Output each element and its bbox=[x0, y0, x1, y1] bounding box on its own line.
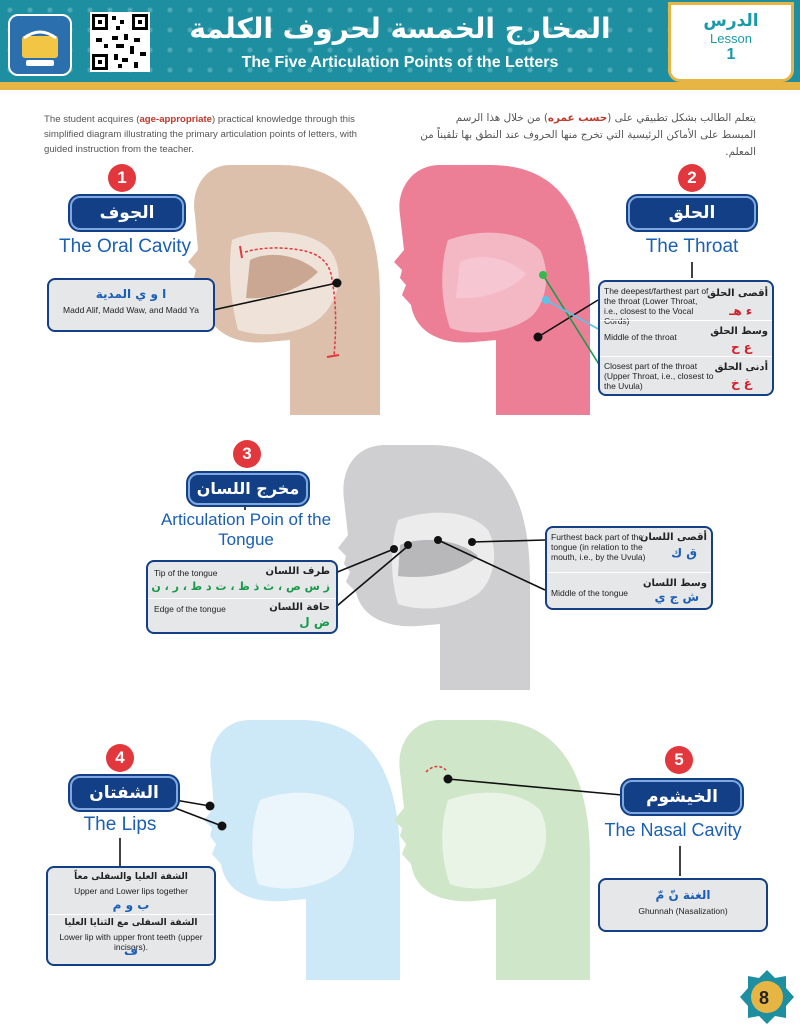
section-number-1: 1 bbox=[108, 164, 136, 192]
throat-row-3-ar: أدنى الحلق bbox=[714, 362, 768, 373]
page-title-english: The Five Articulation Points of the Lett… bbox=[241, 54, 559, 71]
oral-cavity-card: ا و ي المدية Madd Alif, Madd Waw, and Ma… bbox=[47, 278, 215, 332]
lips-row-2-en: Lower lip with upper front teeth (upper … bbox=[59, 932, 203, 952]
oral-cavity-letters: ا و ي المدية bbox=[95, 287, 167, 301]
lesson-label-english: Lesson bbox=[710, 31, 752, 46]
section-title-english-throat: The Throat bbox=[645, 236, 739, 257]
throat-row-2-letters: ع ح bbox=[730, 340, 752, 354]
nasal-cavity-description: Ghunnah (Nasalization) bbox=[638, 906, 728, 916]
throat-card: The deepest/farthest part of the throat … bbox=[598, 280, 774, 396]
throat-row-1-letters: ء هـ bbox=[729, 304, 752, 318]
lesson-number: 1 bbox=[726, 46, 736, 63]
page-number: 8 bbox=[758, 988, 769, 1008]
section-number-3: 3 bbox=[233, 440, 261, 468]
tongue-tip-letters: ز س ص ، ث ذ ظ ، ت د ط ، ر ، ن bbox=[151, 580, 330, 593]
tongue-edge-letters: ض ل bbox=[299, 615, 330, 629]
head-diagram-oral-cavity bbox=[188, 165, 380, 415]
section-title-arabic-oral-cavity: الجوف bbox=[70, 196, 184, 230]
publisher-logo bbox=[8, 14, 72, 76]
tongue-edge-en: Edge of the tongue bbox=[154, 604, 226, 614]
intro-ar-highlight: حسب عمره bbox=[547, 112, 608, 124]
section-title-arabic-tongue: مخرج اللسان bbox=[188, 473, 308, 505]
lips-row-2-ar: الشفة السفلى مع الثنايا العليا bbox=[64, 918, 198, 928]
tongue-tip-en: Tip of the tongue bbox=[154, 568, 218, 578]
throat-row-2-ar: وسط الحلق bbox=[710, 326, 768, 337]
tongue-back-ar: أقصى اللسان bbox=[639, 532, 707, 543]
section-title-arabic-lips: الشفتان bbox=[70, 776, 178, 810]
lips-row-1-letters: ب و م bbox=[112, 898, 150, 912]
throat-row-1-ar: أقصى الحلق bbox=[707, 288, 768, 299]
lips-row-2-letters: ف bbox=[124, 944, 138, 958]
header-stripe bbox=[0, 82, 800, 90]
section-title-english-nasal-cavity: The Nasal Cavity bbox=[604, 820, 742, 840]
intro-arabic: يتعلم الطالب بشكل تطبيقي على (حسب عمره) … bbox=[420, 110, 756, 161]
lesson-badge: الدرس Lesson 1 bbox=[668, 2, 794, 82]
throat-row-2-en: Middle of the throat bbox=[604, 332, 677, 342]
tongue-right-divider bbox=[547, 572, 711, 573]
throat-row-3-en: Closest part of the throat (Upper Throat… bbox=[604, 361, 714, 391]
section-number-2: 2 bbox=[678, 164, 706, 192]
intro-en-pre: The student acquires ( bbox=[44, 114, 140, 125]
connector-lines bbox=[97, 226, 693, 876]
section-number-4: 4 bbox=[106, 744, 134, 772]
page-title-arabic: المخارج الخمسة لحروف الكلمة bbox=[189, 12, 611, 45]
intro-en-highlight: age-appropriate bbox=[139, 114, 212, 125]
section-title-english-lips: The Lips bbox=[83, 814, 157, 835]
throat-row-1-en: The deepest/farthest part of the throat … bbox=[604, 286, 709, 326]
lips-row-1-en: Upper and Lower lips together bbox=[74, 886, 188, 896]
throat-divider-2 bbox=[600, 356, 772, 357]
lips-row-1-ar: الشفة العليا والسفلى معاً bbox=[74, 872, 188, 882]
connector-dots bbox=[205, 271, 550, 831]
tongue-middle-en: Middle of the tongue bbox=[551, 588, 629, 598]
head-diagram-throat bbox=[394, 165, 590, 415]
intro-ar-post: ) من خلال هذا الرسم المبسط على الأماكن ا… bbox=[420, 112, 756, 158]
tongue-edge-ar: حافة اللسان bbox=[269, 602, 330, 613]
lesson-label-arabic: الدرس bbox=[703, 11, 759, 31]
section-title-english-oral-cavity: The Oral Cavity bbox=[59, 236, 191, 257]
page-number-badge bbox=[740, 970, 794, 1024]
section-title-arabic-throat: الحلق bbox=[628, 196, 756, 230]
oral-cavity-description: Madd Alif, Madd Waw, and Madd Ya bbox=[63, 305, 199, 315]
head-diagram-lips bbox=[204, 720, 400, 980]
intro-ar-pre: يتعلم الطالب بشكل تطبيقي على ( bbox=[607, 112, 756, 124]
head-diagram-tongue bbox=[338, 445, 530, 690]
tongue-middle-letters: ش ج ي bbox=[654, 590, 699, 604]
lips-divider bbox=[48, 914, 214, 915]
nasal-cavity-letters: الغنة نّ مّ bbox=[655, 888, 711, 902]
intro-english: The student acquires (age-appropriate) p… bbox=[44, 112, 384, 157]
tongue-back-letters: ق ك bbox=[671, 546, 697, 560]
throat-divider-1 bbox=[600, 320, 772, 321]
tongue-right-card: Furthest back part of the tongue (in rel… bbox=[545, 526, 713, 610]
lips-card: الشفة العليا والسفلى معاً Upper and Lowe… bbox=[46, 866, 216, 966]
tongue-left-card: Tip of the tongue طرف اللسان ز س ص ، ث ذ… bbox=[146, 560, 338, 634]
tongue-tip-ar: طرف اللسان bbox=[265, 566, 330, 577]
qr-code[interactable] bbox=[90, 12, 150, 72]
intro-en-post: ) practical knowledge through this simpl… bbox=[44, 114, 357, 155]
head-diagram-nasal-cavity bbox=[394, 720, 590, 980]
section-title-arabic-nasal-cavity: الخيشوم bbox=[622, 780, 742, 814]
tongue-back-en: Furthest back part of the tongue (in rel… bbox=[551, 532, 646, 562]
throat-row-3-letters: غ خ bbox=[730, 376, 752, 390]
nasal-cavity-card: الغنة نّ مّ Ghunnah (Nasalization) bbox=[598, 878, 768, 932]
section-title-english-tongue: Articulation Poin of the Tongue bbox=[160, 510, 332, 549]
tongue-left-divider bbox=[148, 598, 336, 599]
tongue-middle-ar: وسط اللسان bbox=[643, 578, 707, 589]
section-number-5: 5 bbox=[665, 746, 693, 774]
